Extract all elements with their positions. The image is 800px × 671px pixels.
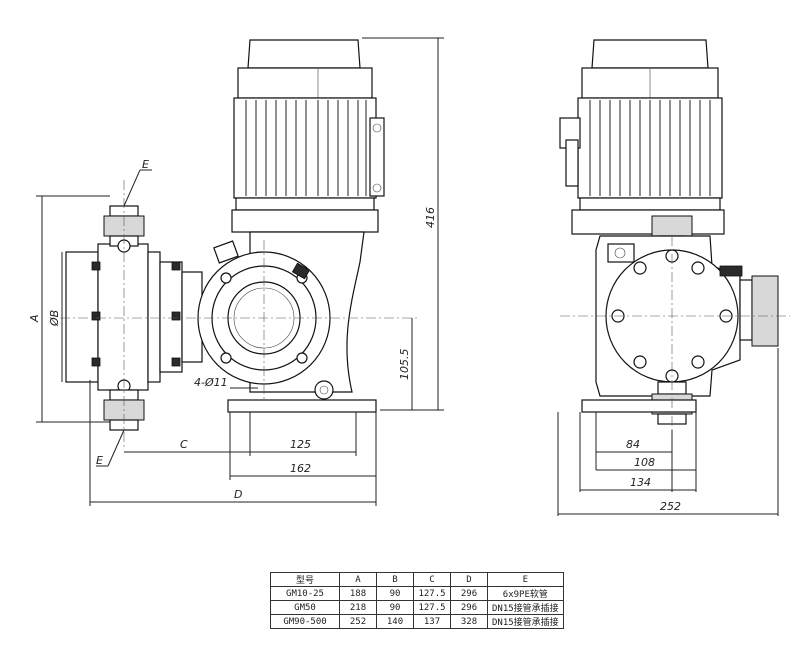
cell-e: DN15接管承插接 xyxy=(487,614,564,629)
cell-a: 218 xyxy=(339,600,377,615)
dim-108-label: 108 xyxy=(634,456,655,469)
side-motor-fins xyxy=(589,100,711,196)
dim-416-label: 416 xyxy=(424,207,437,228)
cell-d: 328 xyxy=(450,614,488,629)
dim-d-label: D xyxy=(234,488,242,501)
dim-125-label: 125 xyxy=(290,438,311,451)
header-model: 型号 xyxy=(270,572,340,587)
header-a: A xyxy=(339,572,377,587)
cell-d: 296 xyxy=(450,600,488,615)
dim-holes-label: 4-Ø11 xyxy=(194,376,228,389)
cell-c: 127.5 xyxy=(413,586,451,601)
dim-162-label: 162 xyxy=(290,462,311,475)
cell-a: 252 xyxy=(339,614,377,629)
dim-252-label: 252 xyxy=(660,500,681,513)
cell-b: 90 xyxy=(376,600,414,615)
header-c: C xyxy=(413,572,451,587)
cell-b: 90 xyxy=(376,586,414,601)
cell-model: GM10-25 xyxy=(270,586,340,601)
side-dimensions: 84 108 134 252 xyxy=(557,348,779,516)
front-view xyxy=(60,39,420,450)
cell-model: GM90-500 xyxy=(270,614,340,629)
dim-b-label: ØB xyxy=(48,310,61,327)
table-row: GM50 218 90 127.5 296 DN15接管承插接 xyxy=(270,600,564,615)
table-row: GM90-500 252 140 137 328 DN15接管承插接 xyxy=(270,614,564,629)
motor-fins xyxy=(245,100,367,196)
dim-c-label: C xyxy=(180,438,188,451)
cell-c: 137 xyxy=(413,614,451,629)
cell-model: GM50 xyxy=(270,600,340,615)
cell-e: 6x9PE软管 xyxy=(487,586,564,601)
dim-e-top-label: E xyxy=(142,158,149,171)
header-e: E xyxy=(487,572,564,587)
header-d: D xyxy=(450,572,488,587)
cell-d: 296 xyxy=(450,586,488,601)
dim-105-5-label: 105.5 xyxy=(398,349,411,381)
cell-e: DN15接管承插接 xyxy=(487,600,564,615)
dim-a-label: A xyxy=(28,314,41,323)
side-view xyxy=(559,39,790,430)
cell-c: 127.5 xyxy=(413,600,451,615)
dim-e-bottom-label: E xyxy=(96,454,103,467)
table-row: GM10-25 188 90 127.5 296 6x9PE软管 xyxy=(270,586,564,601)
table-header-row: 型号 A B C D E xyxy=(270,572,564,587)
dim-134-label: 134 xyxy=(630,476,651,489)
header-b: B xyxy=(376,572,414,587)
cell-a: 188 xyxy=(339,586,377,601)
cell-b: 140 xyxy=(376,614,414,629)
front-dimensions: 416 105.5 A ØB E E 4-Ø11 C 125 xyxy=(28,37,444,506)
spec-table: 型号 A B C D E GM10-25 188 90 127.5 296 6x… xyxy=(270,572,564,629)
dim-84-label: 84 xyxy=(626,438,640,451)
